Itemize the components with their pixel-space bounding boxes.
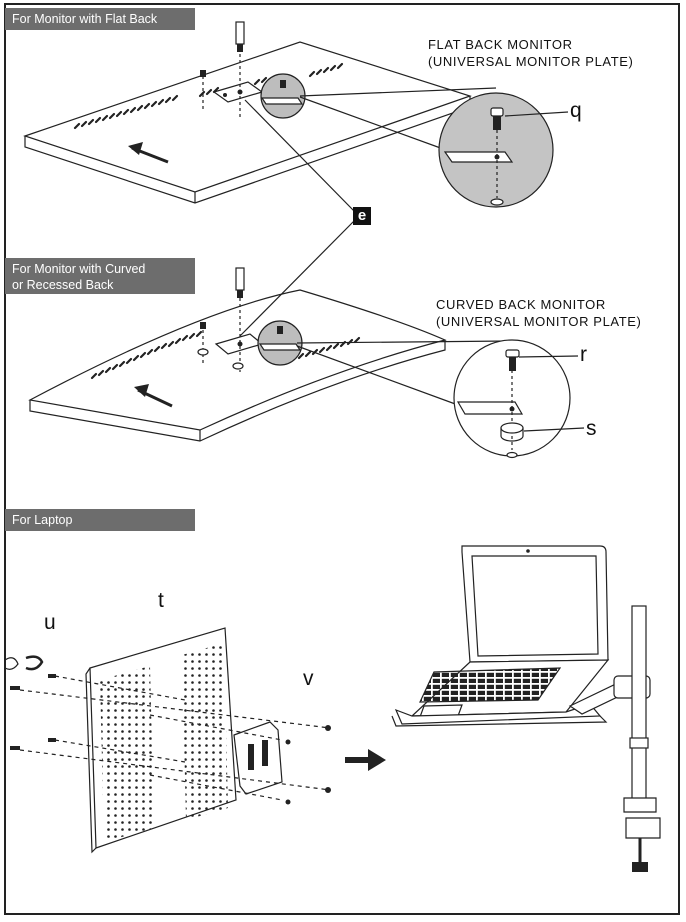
laptop-plate-illustration (4, 545, 661, 872)
diagram-frame (4, 3, 680, 915)
curved-back-caption-line1: CURVED BACK MONITOR (436, 297, 606, 312)
section-label-curved-line1: For Monitor with Curved (12, 262, 146, 276)
part-label-s: s (586, 417, 597, 440)
flat-back-caption-line1: FLAT BACK MONITOR (428, 37, 573, 52)
part-label-r: r (580, 343, 587, 366)
part-label-q: q (570, 99, 582, 122)
curved-monitor-illustration (28, 219, 585, 459)
part-label-v: v (303, 667, 314, 690)
flat-monitor-illustration (23, 21, 569, 213)
curved-back-caption-line2: (UNIVERSAL MONITOR PLATE) (436, 314, 642, 329)
section-label-curved: For Monitor with Curved or Recessed Back (5, 258, 195, 294)
flat-back-caption: FLAT BACK MONITOR (UNIVERSAL MONITOR PLA… (428, 36, 633, 70)
part-label-u: u (44, 611, 56, 634)
section-label-flat: For Monitor with Flat Back (5, 8, 195, 30)
part-label-e: e (353, 207, 371, 225)
section-label-curved-line2: or Recessed Back (12, 278, 114, 292)
curved-back-caption: CURVED BACK MONITOR (UNIVERSAL MONITOR P… (436, 296, 641, 330)
part-label-t: t (158, 589, 164, 612)
flat-back-caption-line2: (UNIVERSAL MONITOR PLATE) (428, 54, 634, 69)
section-label-laptop: For Laptop (5, 509, 195, 531)
